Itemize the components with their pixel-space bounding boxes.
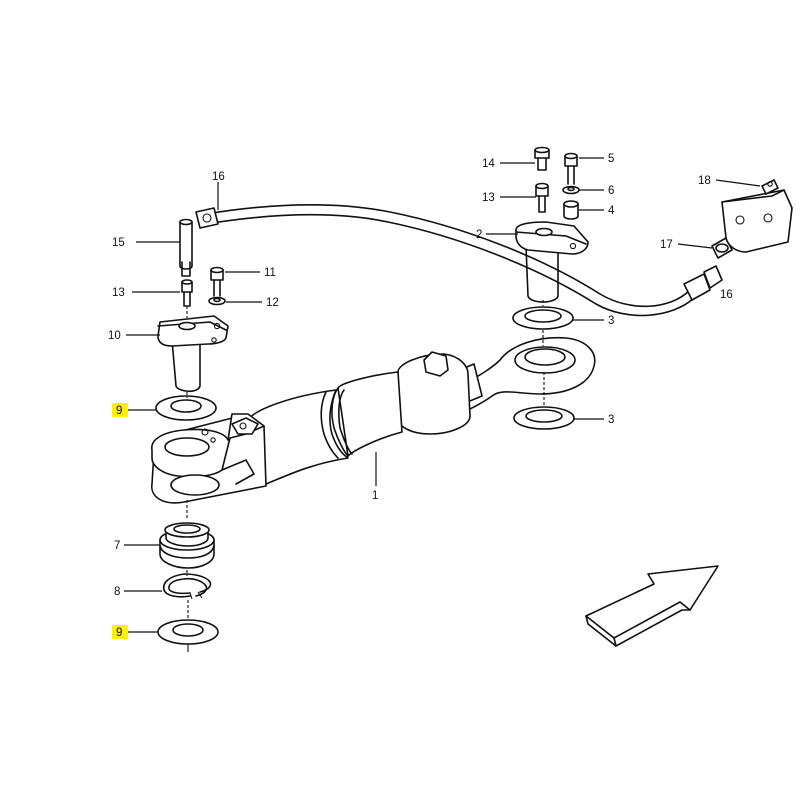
callout-16-right: 16 xyxy=(720,289,733,301)
assembly-axes xyxy=(186,300,545,652)
bolt-5 xyxy=(564,152,578,185)
callout-3-upper: 3 xyxy=(608,315,614,327)
callout-12: 12 xyxy=(266,297,279,309)
callout-9-upper: 9 xyxy=(116,405,122,417)
callout-13-right: 13 xyxy=(482,192,495,204)
callout-16-top: 16 xyxy=(212,171,225,183)
nipple-14 xyxy=(534,146,550,171)
callout-9-lower: 9 xyxy=(116,627,122,639)
seal-washer-9-lower xyxy=(157,619,219,645)
circlip-8 xyxy=(162,573,212,600)
bracket-block-18 xyxy=(721,179,793,253)
pin-plate-2 xyxy=(515,221,589,303)
cylinder-assembly xyxy=(151,336,596,504)
direction-arrow-icon xyxy=(585,565,719,647)
seal-washer-9-upper xyxy=(155,395,217,421)
callout-2: 2 xyxy=(476,229,482,241)
bolt-11 xyxy=(210,266,224,297)
callout-13-left: 13 xyxy=(112,287,125,299)
callout-8: 8 xyxy=(114,586,120,598)
callout-11: 11 xyxy=(264,267,276,279)
pipe-holder-15 xyxy=(179,218,193,277)
washer-6 xyxy=(562,185,580,195)
washer-12 xyxy=(208,296,226,306)
callout-15: 15 xyxy=(112,237,125,249)
callout-7: 7 xyxy=(114,540,120,552)
callout-6: 6 xyxy=(608,185,614,197)
bearing-ring-3-upper xyxy=(512,306,574,330)
callout-10: 10 xyxy=(108,330,121,342)
callout-highlight-9-upper xyxy=(112,403,128,417)
callout-3-lower: 3 xyxy=(608,414,614,426)
callout-17: 17 xyxy=(660,239,673,251)
bearing-bush-7 xyxy=(159,522,215,569)
callout-highlight-9-lower xyxy=(112,625,128,639)
callout-4: 4 xyxy=(608,205,615,217)
callout-18: 18 xyxy=(698,175,711,187)
callout-14: 14 xyxy=(482,158,495,170)
spacer-4 xyxy=(563,200,579,220)
pin-plate-10 xyxy=(157,315,229,393)
callout-1: 1 xyxy=(372,490,378,502)
leader-lines xyxy=(124,157,761,633)
bearing-ring-3-lower xyxy=(513,406,575,430)
nipple-13-right xyxy=(535,182,549,213)
nipple-13-left xyxy=(181,279,193,307)
callout-labels: 16 15 13 11 12 10 9 1 7 8 9 14 13 5 6 4 … xyxy=(108,153,733,639)
grease-hose-16 xyxy=(195,203,733,317)
callout-5: 5 xyxy=(608,153,614,165)
